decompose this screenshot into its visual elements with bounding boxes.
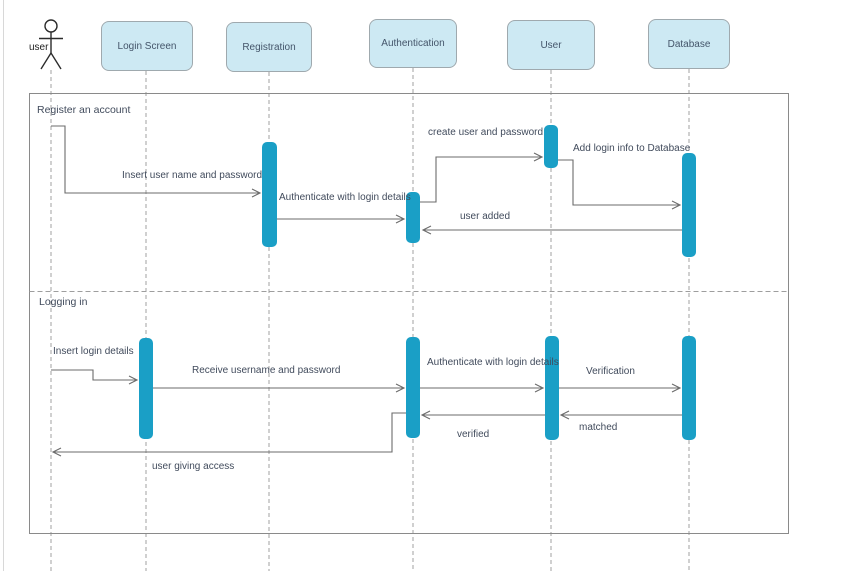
lifeline-label-login-screen: Login Screen — [117, 40, 177, 52]
message-label-user-added: user added — [460, 211, 511, 222]
message-line-insert-user-name — [51, 125, 262, 198]
canvas-edge-line — [3, 0, 4, 571]
lifeline-box-database[interactable]: Database — [648, 19, 730, 69]
activation-bar-database-1[interactable] — [682, 153, 696, 257]
message-label-matched: matched — [579, 422, 618, 433]
lifelines-group — [50, 68, 690, 571]
lifeline-label-database: Database — [667, 38, 711, 50]
frame-label-register: Register an account — [37, 104, 131, 116]
message-label-insert-user-name: Insert user name and password — [122, 170, 263, 181]
message-label-verification: Verification — [586, 366, 635, 377]
lifeline-box-login-screen[interactable]: Login Screen — [101, 21, 193, 71]
lifeline-label-registration: Registration — [242, 41, 296, 53]
message-label-add-login-info: Add login info to Database — [573, 143, 691, 154]
message-line-insert-login-details — [51, 369, 139, 385]
message-label-receive-username: Receive username and password — [192, 365, 341, 376]
actor-head — [44, 19, 58, 33]
activation-bar-user-1[interactable] — [544, 125, 558, 168]
message-label-insert-login-details: Insert login details — [53, 346, 134, 357]
activation-bar-user-2[interactable] — [545, 336, 559, 440]
message-line-create-user — [420, 152, 544, 203]
actor-leg-right — [50, 52, 62, 70]
message-label-create-user: create user and password — [428, 127, 544, 138]
message-label-authenticate-login: Authenticate with login details — [427, 357, 559, 368]
message-label-verified: verified — [457, 429, 490, 440]
activation-bar-database-2[interactable] — [682, 336, 696, 440]
message-line-user-giving-access — [51, 412, 406, 457]
message-label-authenticate-register: Authenticate with login details — [279, 192, 411, 203]
actor-figure[interactable] — [39, 19, 63, 70]
frame-border — [29, 93, 789, 534]
lifeline-label-authentication: Authentication — [381, 38, 445, 49]
actor-leg-left — [40, 52, 52, 70]
frame-label-logging-in: Logging in — [39, 296, 88, 308]
activation-bar-registration-1[interactable] — [262, 142, 277, 247]
activation-bar-authentication-2[interactable] — [406, 337, 420, 438]
message-label-user-giving-access: user giving access — [152, 461, 235, 472]
activation-bar-login-screen-2[interactable] — [139, 338, 153, 439]
messages-group — [51, 125, 682, 457]
message-line-add-login-info — [558, 159, 682, 210]
lifeline-box-authentication[interactable]: Authentication — [369, 19, 457, 68]
activation-bar-authentication-1[interactable] — [406, 192, 420, 243]
lifeline-box-user[interactable]: User — [507, 20, 595, 70]
lifeline-label-user: User — [540, 39, 562, 51]
lifeline-box-registration[interactable]: Registration — [226, 22, 312, 72]
actor-label: user — [29, 42, 49, 53]
